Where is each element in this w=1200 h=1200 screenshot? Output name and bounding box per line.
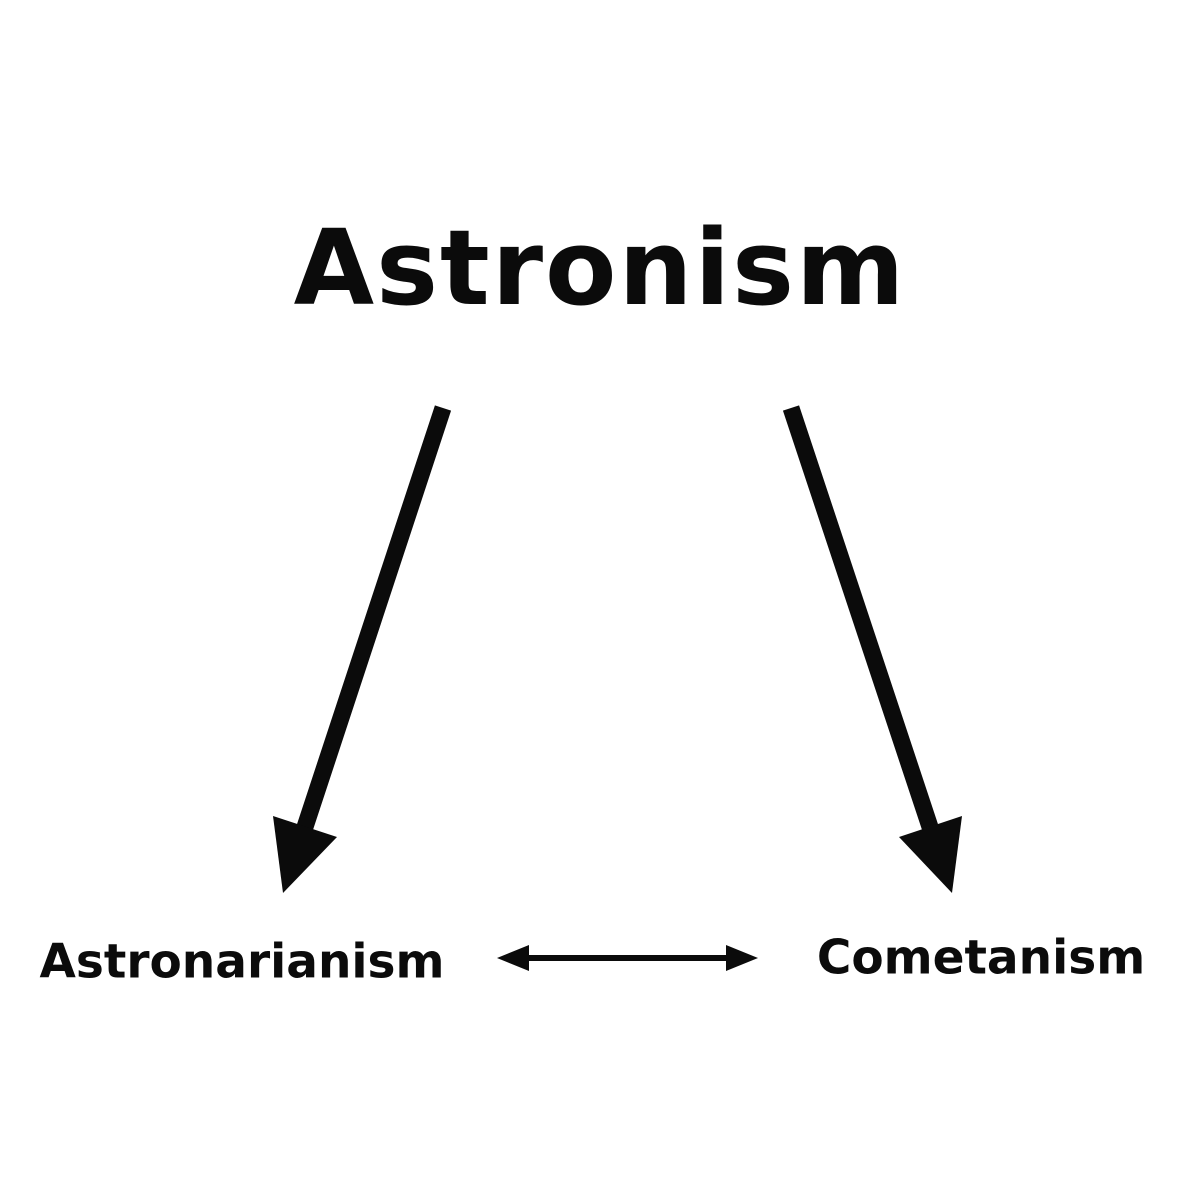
node-astronarianism: Astronarianism bbox=[39, 934, 445, 990]
arrow-astronarianism-cometanism bbox=[497, 945, 758, 971]
arrow-astronism-to-cometanism bbox=[782, 405, 962, 893]
node-cometanism: Cometanism bbox=[816, 930, 1146, 986]
arrow-astronism-to-astronarianism bbox=[273, 405, 452, 893]
node-astronism: Astronism bbox=[293, 207, 907, 329]
